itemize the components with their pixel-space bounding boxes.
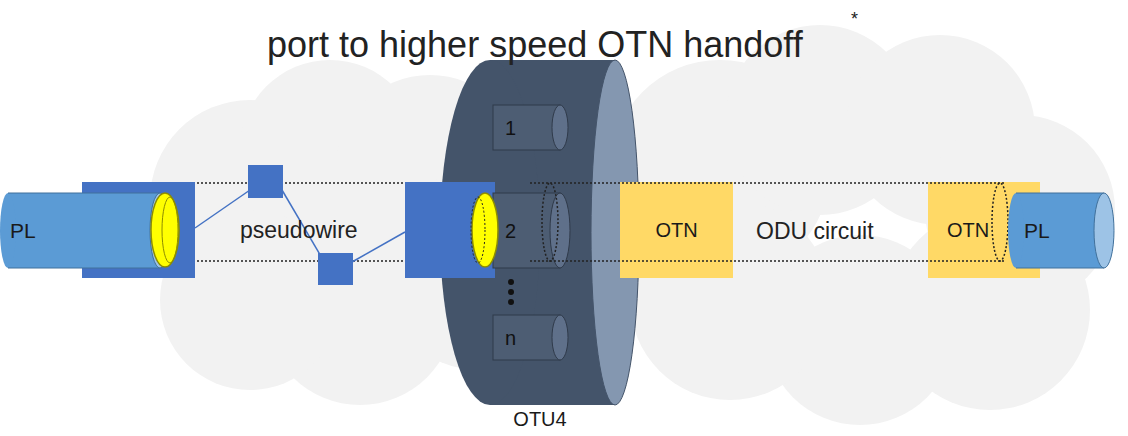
pseudowire-label: pseudowire	[240, 218, 358, 243]
yellow-ring	[472, 193, 498, 267]
node-label: OTU4	[513, 408, 566, 430]
cloud	[150, 60, 580, 405]
otn-box: OTN	[928, 182, 1008, 278]
node-label: 2	[505, 220, 516, 242]
slot-cylinder	[493, 105, 570, 360]
pl-cylinder	[0, 193, 170, 268]
pseudowire-line	[195, 190, 405, 262]
node-label: n	[505, 327, 516, 349]
yellow-ring	[151, 193, 179, 267]
node-label: PL	[1024, 219, 1050, 242]
title: port to higher speed OTN handoff	[267, 25, 803, 65]
pl-cylinder: PL	[0, 193, 160, 268]
slot-cylinder: 1	[493, 105, 553, 150]
otn-box: OTN	[620, 182, 733, 278]
yellow-ring	[471, 197, 485, 263]
slot-cylinder: n	[493, 315, 553, 360]
router-square	[318, 253, 353, 285]
ellipsis-dots	[508, 279, 514, 305]
node-label: PL	[10, 219, 36, 242]
pl-cylinder	[1008, 193, 1114, 268]
circuit-label: ODU circuit	[756, 219, 874, 244]
footnote-mark: *	[851, 10, 858, 30]
node-label: OTN	[947, 219, 989, 241]
node-label: OTN	[655, 219, 697, 241]
otn-box	[620, 182, 733, 278]
pl-cylinder: PL	[1010, 193, 1104, 268]
cloud	[610, 25, 1115, 425]
otu4-cylinder: OTU4 1 2 n	[440, 60, 640, 432]
tunnel-outline	[530, 183, 1008, 261]
slot-cylinder: 2	[493, 193, 553, 268]
yellow-ring	[162, 197, 178, 263]
node-label: 1	[505, 117, 516, 139]
router-square	[248, 165, 283, 198]
